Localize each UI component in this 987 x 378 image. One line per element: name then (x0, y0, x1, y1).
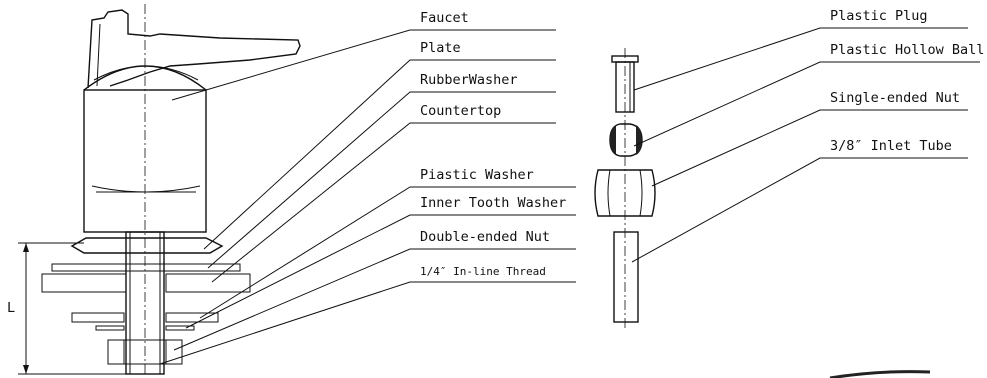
plate-label: Plate (420, 40, 461, 56)
rubber-washer (51, 263, 241, 272)
inline-thread-label: 1/4″ In-line Thread (420, 265, 546, 278)
plastic-plug-label: Plastic Plug (830, 8, 928, 24)
faucet-label: Faucet (420, 10, 469, 26)
dimension-label: L (7, 300, 15, 316)
rubber-washer-label: RubberWasher (420, 72, 518, 88)
inner-tooth-washer-label: Inner Tooth Washer (420, 195, 566, 211)
faucet-dome (83, 65, 207, 91)
inner-tooth-washer (95, 325, 195, 331)
left-leader-lines (159, 29, 576, 365)
right-leader-lines (631, 27, 980, 263)
plate (70, 237, 224, 254)
single-ended-nut-label: Single-ended Nut (830, 90, 960, 106)
faucet-handle (87, 9, 301, 89)
corner-stroke (829, 370, 931, 378)
plastic-hollow-ball-label: Plastic Hollow Ball (830, 42, 984, 58)
dimension-L: L (7, 242, 126, 375)
faucet-assembly: L (7, 4, 301, 376)
plastic-washer (71, 312, 219, 323)
countertop-label: Countertop (420, 103, 501, 119)
inlet-parts (594, 48, 656, 330)
plastic-hollow-ball (609, 123, 643, 157)
inlet-tube-label: 3/8″ Inlet Tube (830, 138, 952, 154)
plastic-washer-label: Piastic Washer (420, 167, 534, 183)
double-ended-nut-label: Double-ended Nut (420, 229, 550, 245)
inlet-tube (613, 231, 639, 323)
